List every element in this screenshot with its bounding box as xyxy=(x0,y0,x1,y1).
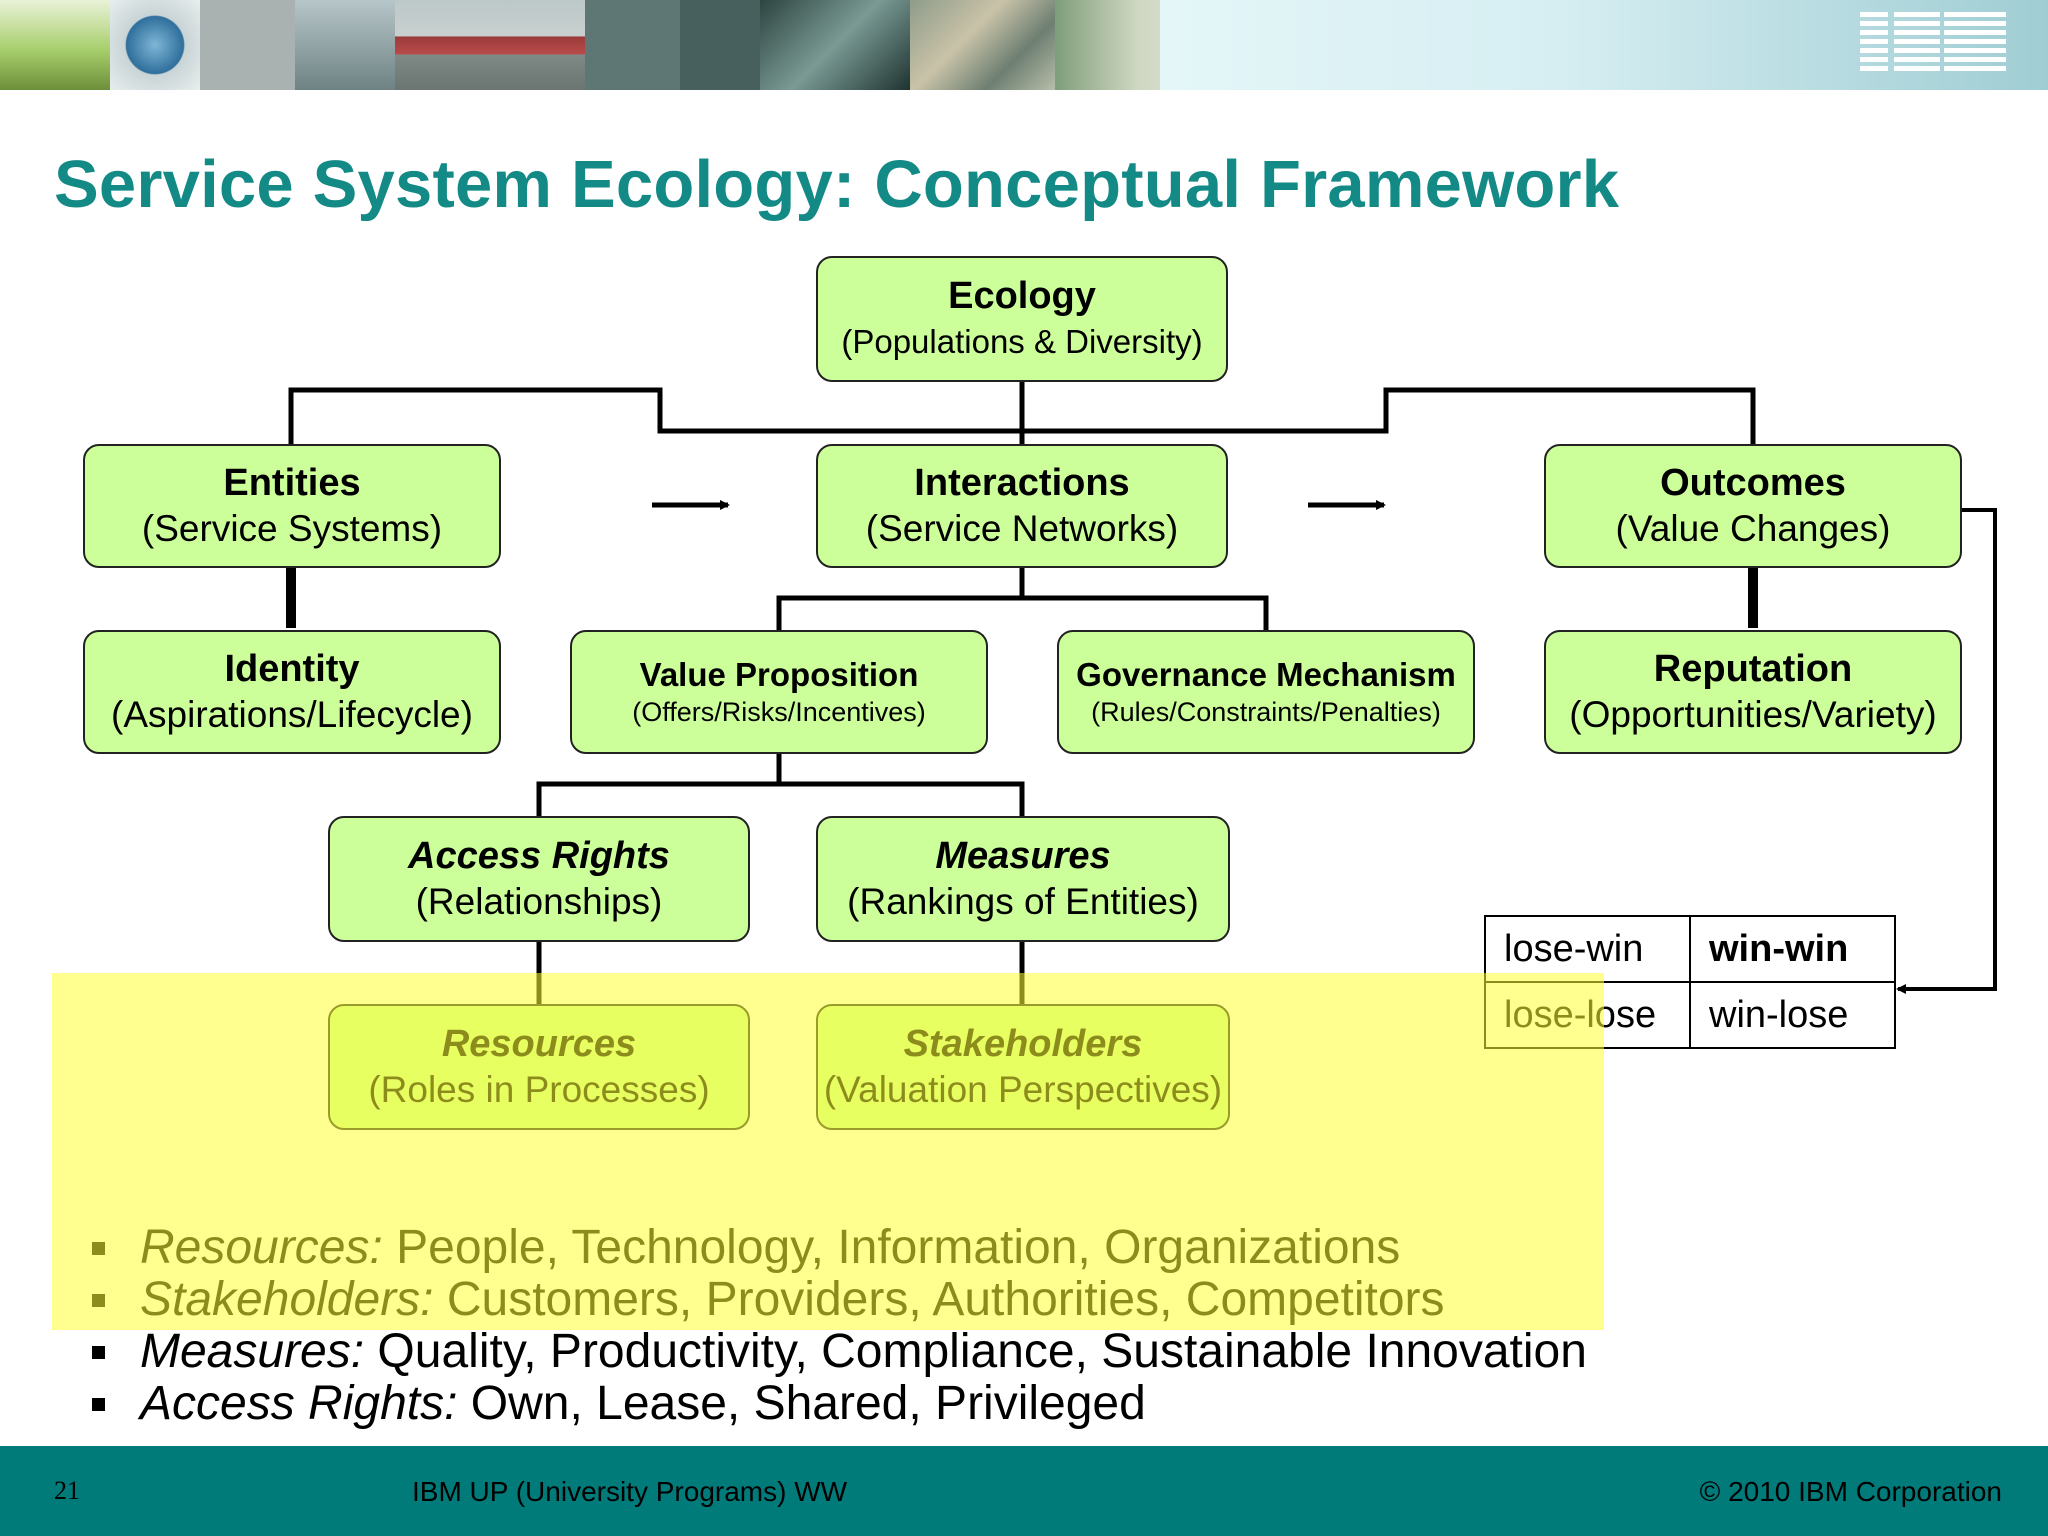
node-title: Ecology xyxy=(948,275,1096,317)
house-image xyxy=(395,0,585,90)
node-access-rights: Access Rights (Relationships) xyxy=(328,816,750,942)
slide-number: 21 xyxy=(54,1476,80,1505)
node-title: Access Rights xyxy=(408,835,670,877)
banner-tile xyxy=(680,0,760,90)
node-subtitle: (Value Changes) xyxy=(1615,508,1891,549)
node-entities: Entities (Service Systems) xyxy=(83,444,501,568)
node-subtitle: (Rules/Constraints/Penalties) xyxy=(1091,697,1441,727)
node-subtitle: (Opportunities/Variety) xyxy=(1569,694,1937,735)
list-item: Resources: People, Technology, Informati… xyxy=(92,1222,1587,1274)
node-outcomes: Outcomes (Value Changes) xyxy=(1544,444,1962,568)
list-item: Stakeholders: Customers, Providers, Auth… xyxy=(92,1274,1587,1326)
node-stakeholders: Stakeholders (Valuation Perspectives) xyxy=(816,1004,1230,1130)
bullet-square-icon xyxy=(92,1242,105,1255)
node-title: Resources xyxy=(441,1023,637,1065)
connector-line xyxy=(288,387,1756,444)
matrix-cell-lose-win: lose-win xyxy=(1484,915,1691,983)
map-image xyxy=(910,0,1055,90)
node-title: Outcomes xyxy=(1660,462,1846,504)
list-item: Access Rights: Own, Lease, Shared, Privi… xyxy=(92,1378,1587,1430)
ibm-logo xyxy=(1860,12,2006,76)
node-subtitle: (Valuation Perspectives) xyxy=(823,1069,1223,1110)
footer-copyright: © 2010 IBM Corporation xyxy=(1699,1476,2002,1507)
matrix-cell-lose-lose: lose-lose xyxy=(1484,981,1691,1049)
matrix-row: lose-win win-win xyxy=(1484,915,1896,983)
node-title: Interactions xyxy=(914,462,1130,504)
list-item-term: Stakeholders: xyxy=(140,1273,434,1326)
banner-tile xyxy=(295,0,395,90)
node-governance-mechanism: Governance Mechanism (Rules/Constraints/… xyxy=(1057,630,1475,754)
node-subtitle: (Service Networks) xyxy=(865,508,1179,549)
node-title: Reputation xyxy=(1653,648,1853,690)
matrix-cell-win-win: win-win xyxy=(1689,915,1896,983)
node-measures: Measures (Rankings of Entities) xyxy=(816,816,1230,942)
list-item-text: People, Technology, Information, Organiz… xyxy=(382,1221,1401,1274)
node-title: Identity xyxy=(224,648,360,690)
matrix-cell-win-lose: win-lose xyxy=(1689,981,1896,1049)
list-item-term: Access Rights: xyxy=(140,1377,458,1430)
node-ecology: Ecology (Populations & Diversity) xyxy=(816,256,1228,382)
banner-image-strip xyxy=(0,0,1260,90)
node-value-proposition: Value Proposition (Offers/Risks/Incentiv… xyxy=(570,630,988,754)
banner-tile xyxy=(585,0,680,90)
footer-program: IBM UP (University Programs) WW xyxy=(412,1476,848,1507)
node-resources: Resources (Roles in Processes) xyxy=(328,1004,750,1130)
matrix-row: lose-lose win-lose xyxy=(1484,981,1896,1049)
bullet-square-icon xyxy=(92,1294,105,1307)
list-item-term: Resources: xyxy=(140,1221,383,1274)
node-subtitle: (Populations & Diversity) xyxy=(841,323,1203,360)
outcome-matrix: lose-win win-win lose-lose win-lose xyxy=(1484,915,1896,1049)
screens-image xyxy=(760,0,910,90)
bullet-square-icon xyxy=(92,1398,105,1411)
connector-line xyxy=(776,595,1269,630)
list-item-term: Measures: xyxy=(140,1325,365,1378)
feedback-arrow xyxy=(1896,508,1997,994)
list-item-text: Customers, Providers, Authorities, Compe… xyxy=(433,1273,1445,1326)
list-item-text: Own, Lease, Shared, Privileged xyxy=(457,1377,1146,1430)
node-subtitle: (Aspirations/Lifecycle) xyxy=(111,694,473,735)
banner-tile xyxy=(200,0,295,90)
node-title: Entities xyxy=(223,462,361,504)
node-interactions: Interactions (Service Networks) xyxy=(816,444,1228,568)
node-subtitle: (Roles in Processes) xyxy=(368,1069,710,1110)
node-identity: Identity (Aspirations/Lifecycle) xyxy=(83,630,501,754)
node-reputation: Reputation (Opportunities/Variety) xyxy=(1544,630,1962,754)
node-title: Value Proposition xyxy=(639,656,919,693)
node-subtitle: (Service Systems) xyxy=(141,508,443,549)
node-subtitle: (Relationships) xyxy=(415,881,663,922)
tree-image xyxy=(0,0,110,90)
connector-line xyxy=(536,781,1025,816)
node-title: Measures xyxy=(935,835,1111,877)
page-title: Service System Ecology: Conceptual Frame… xyxy=(54,147,1620,222)
definition-list: Resources: People, Technology, Informati… xyxy=(92,1222,1587,1430)
node-subtitle: (Offers/Risks/Incentives) xyxy=(632,697,926,727)
node-title: Governance Mechanism xyxy=(1076,656,1456,693)
list-item: Measures: Quality, Productivity, Complia… xyxy=(92,1326,1587,1378)
node-subtitle: (Rankings of Entities) xyxy=(847,881,1199,922)
globe-image xyxy=(110,0,200,90)
header-banner xyxy=(0,0,2048,90)
bullet-square-icon xyxy=(92,1346,105,1359)
list-item-text: Quality, Productivity, Compliance, Susta… xyxy=(364,1325,1587,1378)
footer-bar: 21 IBM UP (University Programs) WW © 201… xyxy=(0,1446,2048,1536)
node-title: Stakeholders xyxy=(903,1023,1143,1065)
